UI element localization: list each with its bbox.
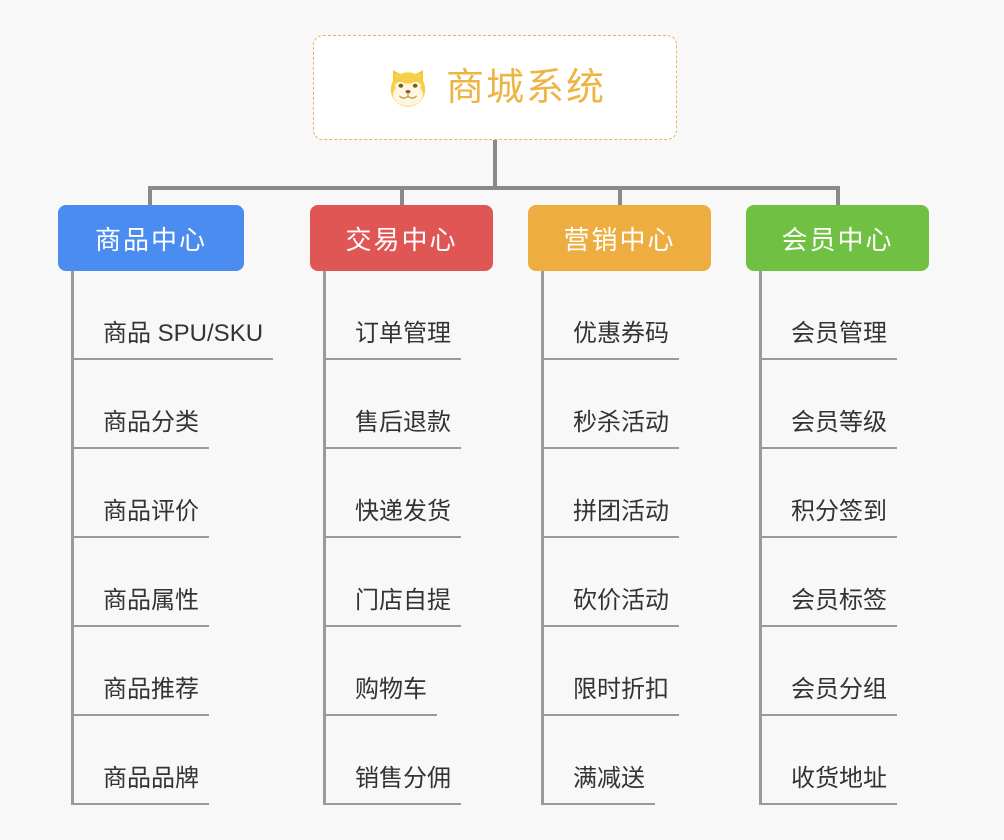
- branch-header-label: 商品中心: [94, 224, 207, 255]
- branch-marketing-center: 营销中心 优惠券码 秒杀活动 拼团活动 砍价活动 限时折扣 满减送: [528, 205, 711, 805]
- leaf-label: 商品分类: [71, 409, 209, 449]
- leaf-list-trade-center: 订单管理 售后退款 快递发货 门店自提 购物车 销售分佣: [310, 271, 493, 805]
- leaf-trunk: [759, 271, 762, 805]
- leaf-label: 售后退款: [323, 409, 461, 449]
- leaf-label: 订单管理: [323, 320, 461, 360]
- leaf-label: 积分签到: [759, 498, 897, 538]
- leaf-label: 会员等级: [759, 409, 897, 449]
- leaf-label: 商品属性: [71, 587, 209, 627]
- branch-header-marketing-center[interactable]: 营销中心: [528, 205, 711, 271]
- leaf-item[interactable]: 秒杀活动: [541, 360, 711, 449]
- branch-product-center: 商品中心 商品 SPU/SKU 商品分类 商品评价 商品属性 商品推荐 商品品牌: [58, 205, 274, 805]
- shiba-dog-face-icon: [384, 64, 432, 112]
- connector-drop-marketing-center: [618, 186, 622, 210]
- leaf-item[interactable]: 砍价活动: [541, 538, 711, 627]
- leaf-item[interactable]: 会员标签: [759, 538, 929, 627]
- leaf-list-marketing-center: 优惠券码 秒杀活动 拼团活动 砍价活动 限时折扣 满减送: [528, 271, 711, 805]
- leaf-label: 满减送: [541, 765, 655, 805]
- leaf-item[interactable]: 门店自提: [323, 538, 493, 627]
- leaf-item[interactable]: 会员管理: [759, 271, 929, 360]
- branch-trade-center: 交易中心 订单管理 售后退款 快递发货 门店自提 购物车 销售分佣: [310, 205, 493, 805]
- leaf-item[interactable]: 商品属性: [71, 538, 244, 627]
- leaf-list-member-center: 会员管理 会员等级 积分签到 会员标签 会员分组 收货地址: [746, 271, 929, 805]
- leaf-label: 秒杀活动: [541, 409, 679, 449]
- leaf-label: 限时折扣: [541, 676, 679, 716]
- branch-header-product-center[interactable]: 商品中心: [58, 205, 244, 271]
- leaf-label: 购物车: [323, 676, 437, 716]
- leaf-item[interactable]: 满减送: [541, 716, 711, 805]
- leaf-label: 会员管理: [759, 320, 897, 360]
- connector-root-stem: [493, 140, 497, 190]
- leaf-trunk: [323, 271, 326, 805]
- connector-drop-product-center: [148, 186, 152, 210]
- leaf-item[interactable]: 快递发货: [323, 449, 493, 538]
- leaf-label: 商品 SPU/SKU: [71, 320, 274, 360]
- leaf-trunk: [71, 271, 74, 805]
- leaf-label: 门店自提: [323, 587, 461, 627]
- leaf-label: 收货地址: [759, 765, 897, 805]
- leaf-label: 商品推荐: [71, 676, 209, 716]
- root-node[interactable]: 商城系统: [313, 35, 677, 140]
- branch-header-label: 会员中心: [781, 224, 894, 255]
- branch-header-trade-center[interactable]: 交易中心: [310, 205, 493, 271]
- root-title: 商城系统: [445, 66, 606, 109]
- leaf-item[interactable]: 限时折扣: [541, 627, 711, 716]
- branch-header-member-center[interactable]: 会员中心: [746, 205, 929, 271]
- leaf-item[interactable]: 拼团活动: [541, 449, 711, 538]
- branch-header-label: 营销中心: [563, 224, 676, 255]
- leaf-item[interactable]: 商品分类: [71, 360, 244, 449]
- leaf-item[interactable]: 收货地址: [759, 716, 929, 805]
- leaf-label: 会员标签: [759, 587, 897, 627]
- leaf-label: 拼团活动: [541, 498, 679, 538]
- connector-drop-member-center: [836, 186, 840, 210]
- leaf-item[interactable]: 商品 SPU/SKU: [71, 271, 274, 360]
- leaf-label: 优惠券码: [541, 320, 679, 360]
- leaf-label: 销售分佣: [323, 765, 461, 805]
- leaf-label: 快递发货: [323, 498, 461, 538]
- leaf-item[interactable]: 积分签到: [759, 449, 929, 538]
- leaf-trunk: [541, 271, 544, 805]
- leaf-item[interactable]: 订单管理: [323, 271, 493, 360]
- leaf-item[interactable]: 会员等级: [759, 360, 929, 449]
- leaf-item[interactable]: 销售分佣: [323, 716, 493, 805]
- leaf-item[interactable]: 购物车: [323, 627, 493, 716]
- leaf-label: 会员分组: [759, 676, 897, 716]
- leaf-label: 商品评价: [71, 498, 209, 538]
- leaf-item[interactable]: 会员分组: [759, 627, 929, 716]
- leaf-label: 砍价活动: [541, 587, 679, 627]
- branch-header-label: 交易中心: [345, 224, 458, 255]
- leaf-item[interactable]: 售后退款: [323, 360, 493, 449]
- connector-horizontal-bus: [148, 186, 840, 190]
- connector-drop-trade-center: [400, 186, 404, 210]
- leaf-item[interactable]: 商品评价: [71, 449, 244, 538]
- leaf-list-product-center: 商品 SPU/SKU 商品分类 商品评价 商品属性 商品推荐 商品品牌: [58, 271, 274, 805]
- branch-member-center: 会员中心 会员管理 会员等级 积分签到 会员标签 会员分组 收货地址: [746, 205, 929, 805]
- leaf-item[interactable]: 商品推荐: [71, 627, 244, 716]
- leaf-item[interactable]: 商品品牌: [71, 716, 244, 805]
- leaf-label: 商品品牌: [71, 765, 209, 805]
- leaf-item[interactable]: 优惠券码: [541, 271, 711, 360]
